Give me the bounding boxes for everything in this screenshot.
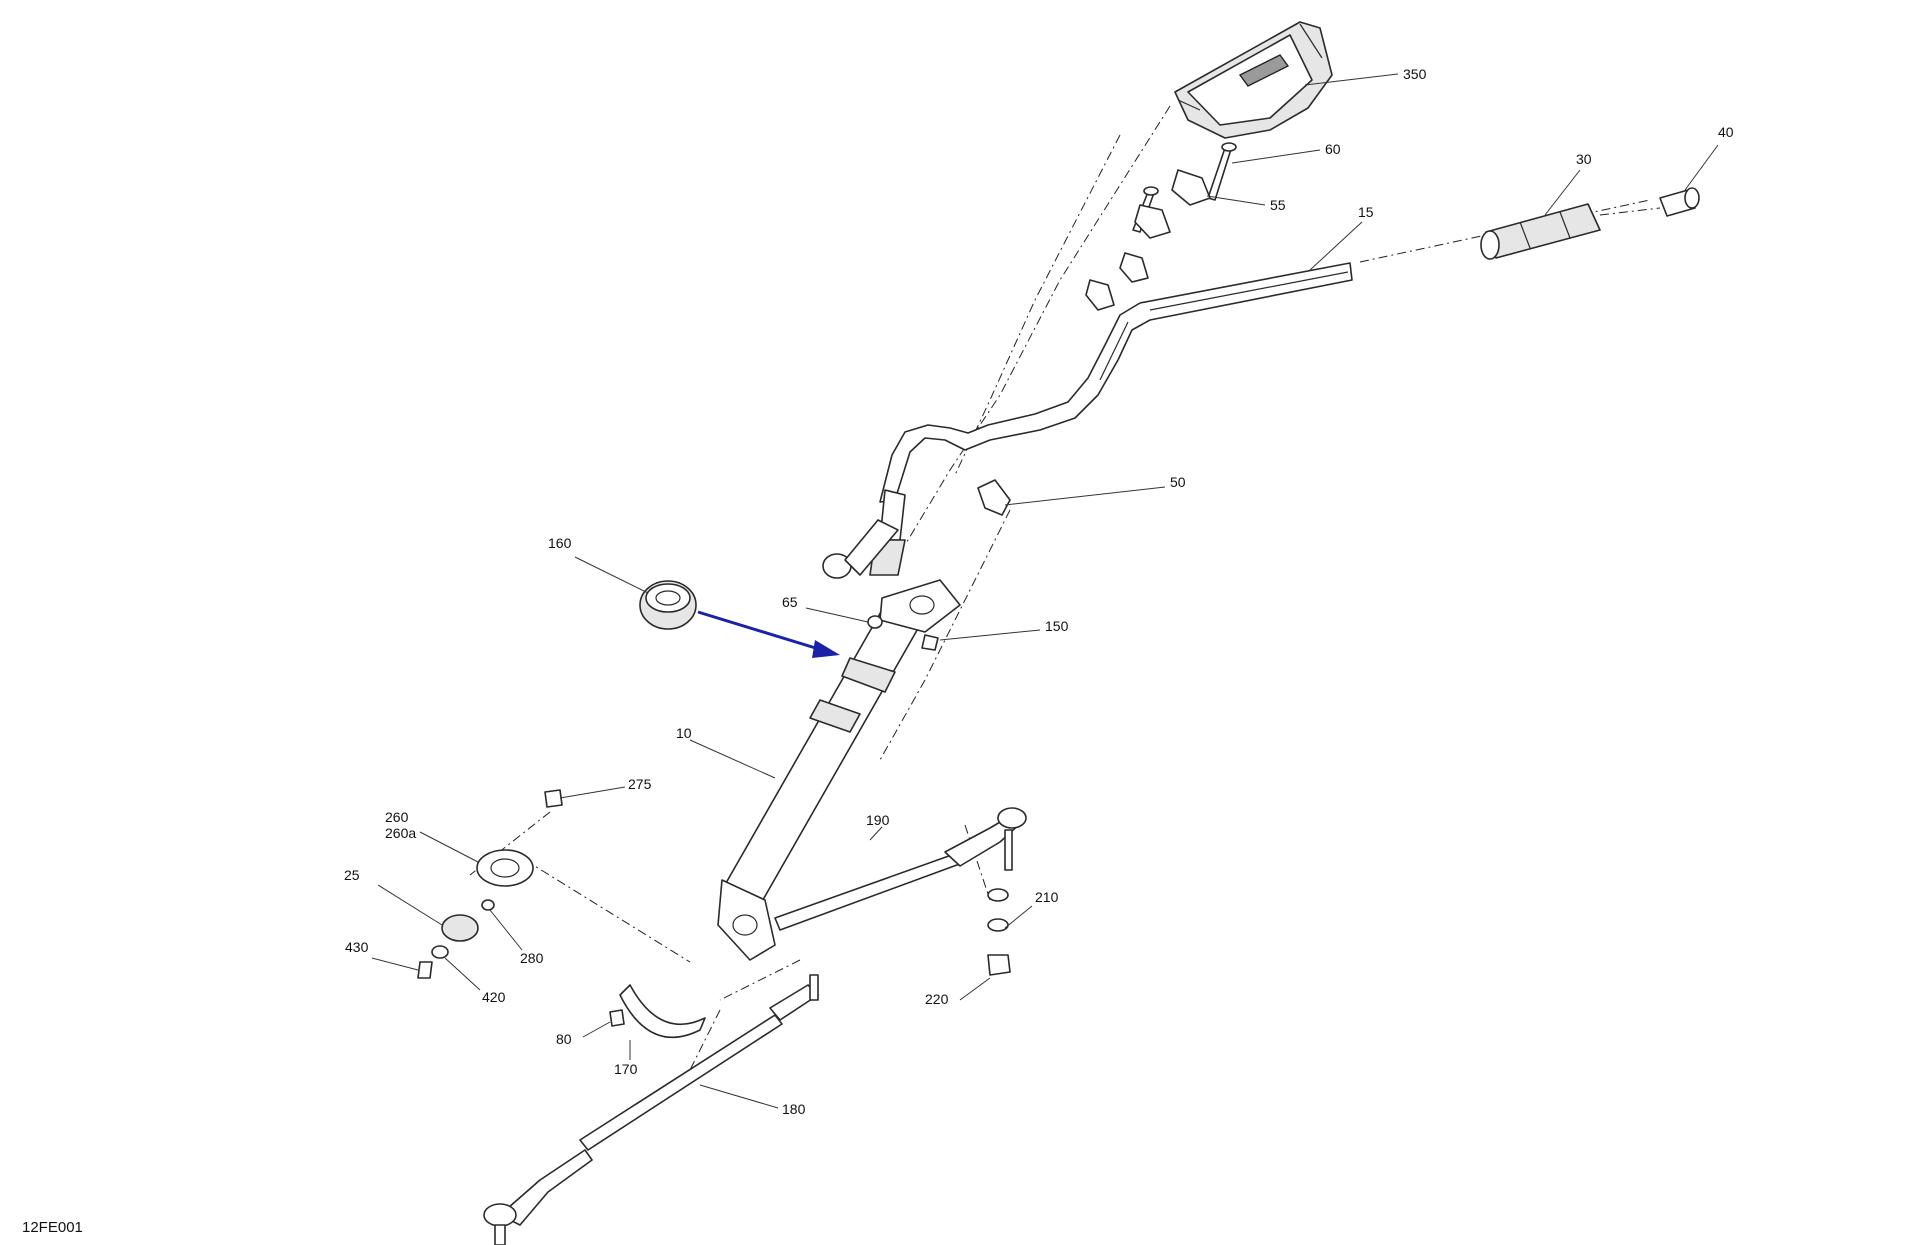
handlebar-pad-350 <box>1174 21 1333 139</box>
callout-350: 350 <box>1403 66 1427 82</box>
bearing-25 <box>441 914 479 942</box>
callout-275: 275 <box>628 776 652 792</box>
washers-210 <box>987 888 1009 932</box>
steering-column-10 <box>717 579 961 961</box>
grip-30 <box>1480 203 1601 260</box>
bushing-160 <box>639 580 697 630</box>
callout-280: 280 <box>520 950 544 966</box>
bar-end-40 <box>1659 187 1700 217</box>
sensor-260 <box>476 849 534 887</box>
clamp-50 <box>977 479 1011 516</box>
nut-220 <box>987 954 1011 976</box>
insertion-arrow <box>697 610 840 658</box>
handlebar-15 <box>822 262 1353 579</box>
callout-170: 170 <box>614 1061 638 1077</box>
callout-30: 30 <box>1576 151 1592 167</box>
callout-50: 50 <box>1170 474 1186 490</box>
bolt-430 <box>417 961 433 979</box>
clamp-caps-55 <box>1085 169 1211 311</box>
callout-65: 65 <box>782 594 798 610</box>
callout-260: 260 <box>385 809 409 825</box>
washer-420 <box>431 945 449 959</box>
screw-280 <box>481 899 495 911</box>
callout-10: 10 <box>676 725 692 741</box>
callout-55: 55 <box>1270 197 1286 213</box>
callout-220: 220 <box>925 991 949 1007</box>
callout-60: 60 <box>1325 141 1341 157</box>
callout-15: 15 <box>1358 204 1374 220</box>
callout-190: 190 <box>866 812 890 828</box>
callout-430: 430 <box>345 939 369 955</box>
callout-25: 25 <box>344 867 360 883</box>
callout-180: 180 <box>782 1101 806 1117</box>
bolt-150 <box>921 634 939 651</box>
leader-lines <box>371 73 1719 1109</box>
callout-420: 420 <box>482 989 506 1005</box>
callout-labels: 350 60 40 30 55 15 50 160 65 150 10 275 … <box>22 66 1734 1236</box>
bracket-170 <box>619 984 706 1039</box>
callout-260a: 260a <box>385 825 416 841</box>
nut-80 <box>609 1009 625 1027</box>
callout-80: 80 <box>556 1031 572 1047</box>
spacer-65 <box>867 615 883 629</box>
callout-150: 150 <box>1045 618 1069 634</box>
diagram-reference-code: 12FE001 <box>22 1219 83 1236</box>
callout-210: 210 <box>1035 889 1059 905</box>
callout-40: 40 <box>1718 124 1734 140</box>
tie-rod-180 <box>483 974 819 1245</box>
tie-rod-190 <box>774 807 1027 931</box>
callout-160: 160 <box>548 535 572 551</box>
nut-275 <box>544 789 563 808</box>
